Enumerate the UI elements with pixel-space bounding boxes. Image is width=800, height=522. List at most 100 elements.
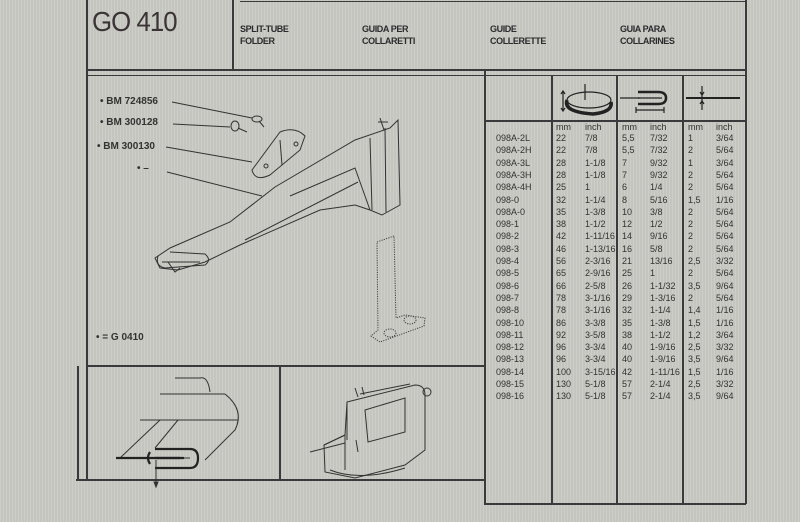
bottom-divider <box>279 366 281 480</box>
cell-tube-inch: 7/8 <box>585 133 598 143</box>
cell-fold-inch: 2-1/4 <box>650 391 671 402</box>
unit-mm-1: mm <box>556 122 571 132</box>
cell-tube-inch: 1-13/16 <box>585 243 616 254</box>
cell-tube-inch: 5-1/8 <box>585 391 606 402</box>
unit-inch-2: inch <box>650 122 667 132</box>
cell-model-code: 098-7 <box>496 292 520 303</box>
cell-fold-mm: 10 <box>622 206 633 217</box>
cell-thick-mm: 1,4 <box>688 305 701 316</box>
cell-fold-inch: 9/32 <box>650 157 668 168</box>
footnote-g0410: • = G 0410 <box>96 332 144 343</box>
cell-thick-mm: 3,5 <box>688 280 701 291</box>
cell-tube-inch: 1-1/4 <box>585 194 606 205</box>
cell-tube-inch: 3-1/16 <box>585 292 611 303</box>
cell-fold-mm: 32 <box>622 305 633 316</box>
cell-tube-inch: 5-1/8 <box>585 379 606 389</box>
cell-model-code: 098A-4H <box>496 182 532 193</box>
cell-fold-mm: 7 <box>622 157 628 168</box>
cell-thick-mm: 3,5 <box>688 354 701 365</box>
cell-model-code: 098-15 <box>496 379 525 389</box>
cell-thick-mm: 2 <box>688 206 694 217</box>
cell-fold-inch: 5/16 <box>650 194 668 205</box>
header-bottom <box>86 69 746 71</box>
bottom-panels-bottom <box>76 479 486 481</box>
cell-fold-inch: 1-11/16 <box>650 366 680 377</box>
cell-thick-inch: 3/32 <box>716 379 734 389</box>
cell-thick-mm: 2 <box>688 292 694 303</box>
cell-fold-inch: 1/4 <box>650 182 663 193</box>
cell-model-code: 098-13 <box>496 354 525 365</box>
cell-model-code: 098-16 <box>496 391 525 402</box>
cell-thick-inch: 5/64 <box>716 182 734 193</box>
cell-thick-inch: 5/64 <box>716 268 734 279</box>
cell-thick-inch: 3/64 <box>716 329 734 340</box>
cell-thick-mm: 1,5 <box>688 366 701 377</box>
cell-tube-mm: 22 <box>556 145 567 156</box>
cell-thick-inch: 5/64 <box>716 243 734 254</box>
table-col2 <box>616 75 618 504</box>
material-thickness-icon <box>686 86 740 110</box>
cell-model-code: 098-12 <box>496 342 525 353</box>
cell-thick-inch: 9/64 <box>716 391 734 402</box>
cell-fold-mm: 26 <box>622 280 633 291</box>
cell-fold-inch: 3/8 <box>650 206 663 217</box>
cell-thick-inch: 5/64 <box>716 219 734 230</box>
cell-thick-inch: 5/64 <box>716 169 734 180</box>
cell-thick-inch: 3/32 <box>716 256 734 266</box>
header-divider <box>232 0 234 70</box>
cell-fold-mm: 40 <box>622 342 633 353</box>
part-label-bm300128: • BM 300128 <box>100 117 158 128</box>
cell-tube-inch: 1 <box>585 182 591 193</box>
cell-fold-inch: 1-1/2 <box>650 329 671 340</box>
cell-model-code: 098-8 <box>496 305 520 316</box>
part-label-unnumbered: • – <box>137 163 149 174</box>
cell-thick-mm: 2 <box>688 145 694 156</box>
tube-diameter-icon <box>560 84 613 116</box>
cell-tube-mm: 130 <box>556 391 572 402</box>
unit-inch-1: inch <box>585 122 602 132</box>
cell-fold-inch: 1-3/16 <box>650 292 676 303</box>
cell-fold-mm: 25 <box>622 268 633 279</box>
cell-model-code: 098-2 <box>496 231 520 242</box>
product-code: GO 410 <box>92 6 178 37</box>
cell-model-code: 098A-0 <box>496 206 526 217</box>
cell-tube-inch: 3-3/4 <box>585 354 606 365</box>
cell-model-code: 098A-2L <box>496 133 531 143</box>
fold-width-icon <box>620 90 668 113</box>
cell-fold-mm: 14 <box>622 231 633 242</box>
cell-tube-mm: 92 <box>556 329 567 340</box>
cell-thick-inch: 3/32 <box>716 342 734 353</box>
cell-tube-mm: 22 <box>556 133 567 143</box>
cell-fold-inch: 7/32 <box>650 133 668 143</box>
frame-left <box>86 0 88 480</box>
cell-model-code: 098-3 <box>496 243 520 254</box>
frame-top <box>240 1 746 2</box>
cell-fold-inch: 1-9/16 <box>650 354 676 365</box>
cell-tube-inch: 3-15/16 <box>585 366 616 377</box>
cell-thick-inch: 9/64 <box>716 354 734 365</box>
cell-tube-mm: 25 <box>556 182 567 193</box>
cell-tube-mm: 100 <box>556 366 572 377</box>
cell-tube-mm: 56 <box>556 256 567 266</box>
cell-thick-inch: 3/64 <box>716 157 734 168</box>
cell-thick-mm: 2 <box>688 169 694 180</box>
cell-fold-inch: 1-3/8 <box>650 317 671 328</box>
cell-thick-mm: 2 <box>688 268 694 279</box>
cell-thick-inch: 9/64 <box>716 280 734 291</box>
header-lang-fr: GUIDE COLLERETTE <box>490 24 546 46</box>
table-icon-row-bottom <box>484 120 746 122</box>
cell-model-code: 098A-2H <box>496 145 532 156</box>
cell-fold-mm: 57 <box>622 391 633 402</box>
cell-thick-inch: 1/16 <box>716 317 734 328</box>
cell-fold-mm: 16 <box>622 243 633 254</box>
cell-tube-mm: 66 <box>556 280 567 291</box>
cell-thick-mm: 2,5 <box>688 379 701 389</box>
cell-fold-inch: 9/32 <box>650 169 668 180</box>
cell-fold-inch: 2-1/4 <box>650 379 671 389</box>
cell-tube-mm: 78 <box>556 292 567 303</box>
header-lang-it: GUIDA PER COLLARETTI <box>362 24 415 46</box>
cell-fold-mm: 12 <box>622 219 633 230</box>
header-lang-es: GUIA PARA COLLARINES <box>620 24 675 46</box>
